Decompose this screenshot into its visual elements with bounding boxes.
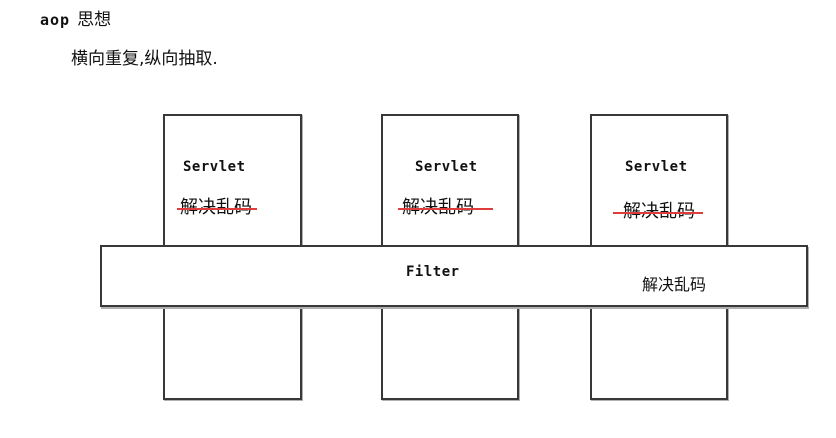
servlet-label: Servlet [183,159,246,175]
heading-keyword: aop [40,11,71,29]
servlet-label: Servlet [415,159,478,175]
strikethrough-line [177,208,257,210]
page-heading: aop 思想 [40,5,111,30]
crossed-out-text: 解决乱码 [623,201,695,222]
filter-label: Filter [406,264,460,280]
heading-title: 思想 [77,10,112,30]
strikethrough-line [398,208,493,210]
servlet-label: Servlet [625,159,688,175]
subtitle: 横向重复,纵向抽取. [71,49,218,69]
filter-note-text: 解决乱码 [642,275,707,294]
crossed-out-text: 解决乱码 [402,197,474,218]
strikethrough-line [613,212,703,214]
crossed-out-text: 解决乱码 [180,197,252,218]
filter-band: Filter 解决乱码 [100,245,808,307]
